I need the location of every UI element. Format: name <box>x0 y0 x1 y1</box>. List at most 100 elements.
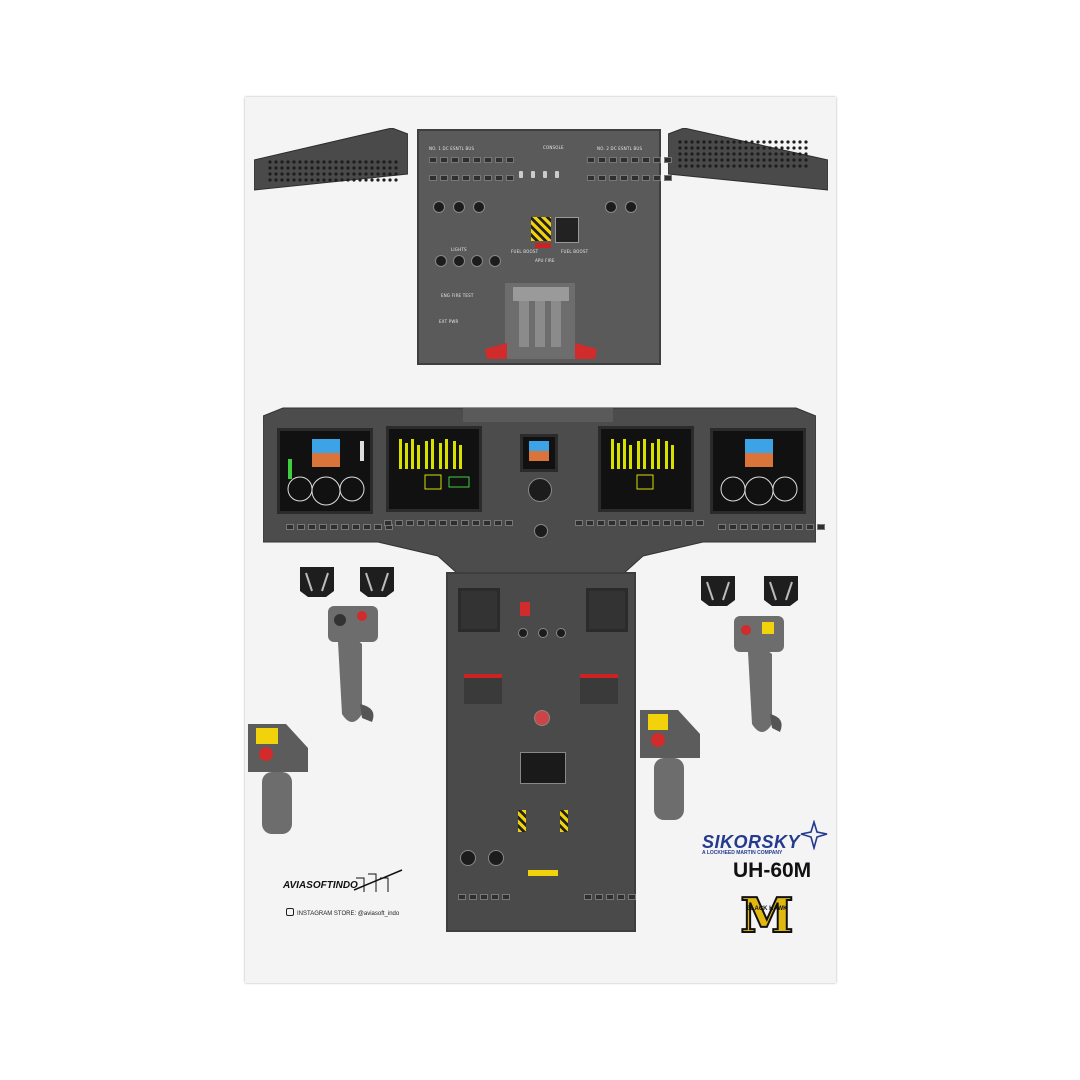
circuit-breaker[interactable] <box>394 178 398 182</box>
circuit-breaker[interactable] <box>376 178 380 182</box>
right-breaker-row-2[interactable] <box>587 175 672 181</box>
right-trim-switches[interactable] <box>580 674 618 704</box>
circuit-breaker[interactable] <box>798 158 802 162</box>
circuit-breaker[interactable] <box>696 140 700 144</box>
lower-right-button-row[interactable] <box>584 894 636 900</box>
right-knob-1[interactable] <box>605 201 617 213</box>
circuit-breaker[interactable] <box>352 160 356 164</box>
circuit-breaker[interactable] <box>726 158 730 162</box>
overhead-knob-3[interactable] <box>473 201 485 213</box>
circuit-breaker[interactable] <box>678 158 682 162</box>
circuit-breaker[interactable] <box>684 152 688 156</box>
lights-knob-3[interactable] <box>471 255 483 267</box>
circuit-breaker[interactable] <box>678 152 682 156</box>
circuit-breaker[interactable] <box>684 158 688 162</box>
circuit-breaker[interactable] <box>678 164 682 168</box>
circuit-breaker[interactable] <box>738 152 742 156</box>
circuit-breaker[interactable] <box>370 172 374 176</box>
circuit-breaker[interactable] <box>316 172 320 176</box>
right-knob-2[interactable] <box>625 201 637 213</box>
circuit-breaker[interactable] <box>298 172 302 176</box>
circuit-breaker[interactable] <box>726 164 730 168</box>
circuit-breaker[interactable] <box>804 152 808 156</box>
circuit-breaker[interactable] <box>280 178 284 182</box>
circuit-breaker[interactable] <box>352 166 356 170</box>
circuit-breaker[interactable] <box>714 164 718 168</box>
circuit-breaker[interactable] <box>334 178 338 182</box>
circuit-breaker[interactable] <box>762 140 766 144</box>
circuit-breaker[interactable] <box>744 140 748 144</box>
circuit-breaker[interactable] <box>364 166 368 170</box>
circuit-breaker[interactable] <box>328 160 332 164</box>
circuit-breaker[interactable] <box>310 160 314 164</box>
circuit-breaker[interactable] <box>340 178 344 182</box>
circuit-breaker[interactable] <box>690 152 694 156</box>
lights-knob-2[interactable] <box>453 255 465 267</box>
circuit-breaker[interactable] <box>382 178 386 182</box>
circuit-breaker[interactable] <box>304 178 308 182</box>
circuit-breaker[interactable] <box>786 158 790 162</box>
circuit-breaker[interactable] <box>280 172 284 176</box>
circuit-breaker[interactable] <box>298 178 302 182</box>
right-cdu-screen[interactable] <box>586 588 628 632</box>
pedal-right-2[interactable] <box>760 572 802 608</box>
circuit-breaker[interactable] <box>792 158 796 162</box>
circuit-breaker[interactable] <box>322 178 326 182</box>
circuit-breaker[interactable] <box>328 178 332 182</box>
circuit-breaker[interactable] <box>732 140 736 144</box>
circuit-breaker[interactable] <box>738 164 742 168</box>
circuit-breaker[interactable] <box>702 158 706 162</box>
circuit-breaker[interactable] <box>702 146 706 150</box>
circuit-breaker[interactable] <box>744 152 748 156</box>
circuit-breaker[interactable] <box>286 160 290 164</box>
circuit-breaker[interactable] <box>358 172 362 176</box>
fire-handle-panel[interactable] <box>555 217 579 243</box>
left-breaker-row-1[interactable] <box>429 157 514 163</box>
circuit-breaker[interactable] <box>696 158 700 162</box>
circuit-breaker[interactable] <box>394 172 398 176</box>
circuit-breaker[interactable] <box>798 152 802 156</box>
circuit-breaker[interactable] <box>274 166 278 170</box>
circuit-breaker[interactable] <box>774 146 778 150</box>
circuit-breaker[interactable] <box>780 140 784 144</box>
circuit-breaker[interactable] <box>388 160 392 164</box>
circuit-breaker[interactable] <box>768 140 772 144</box>
circuit-breaker[interactable] <box>690 158 694 162</box>
circuit-breaker[interactable] <box>394 160 398 164</box>
pedal-right-1[interactable] <box>697 572 739 608</box>
circuit-breaker[interactable] <box>780 146 784 150</box>
circuit-breaker[interactable] <box>274 160 278 164</box>
throttle-quadrant[interactable] <box>485 279 597 365</box>
circuit-breaker[interactable] <box>310 178 314 182</box>
circuit-breaker[interactable] <box>720 152 724 156</box>
left-breaker-row-2[interactable] <box>429 175 514 181</box>
circuit-breaker[interactable] <box>702 164 706 168</box>
circuit-breaker[interactable] <box>322 166 326 170</box>
circuit-breaker[interactable] <box>804 164 808 168</box>
circuit-breaker[interactable] <box>286 178 290 182</box>
circuit-breaker[interactable] <box>364 160 368 164</box>
circuit-breaker[interactable] <box>346 160 350 164</box>
right-hazard-switch[interactable] <box>560 810 568 832</box>
circuit-breaker[interactable] <box>732 158 736 162</box>
circuit-breaker[interactable] <box>678 146 682 150</box>
lights-knob-4[interactable] <box>489 255 501 267</box>
circuit-breaker[interactable] <box>750 146 754 150</box>
circuit-breaker[interactable] <box>780 152 784 156</box>
circuit-breaker[interactable] <box>388 166 392 170</box>
circuit-breaker[interactable] <box>720 164 724 168</box>
circuit-breaker[interactable] <box>292 160 296 164</box>
circuit-breaker[interactable] <box>388 172 392 176</box>
circuit-breaker[interactable] <box>310 172 314 176</box>
circuit-breaker[interactable] <box>334 172 338 176</box>
circuit-breaker[interactable] <box>792 152 796 156</box>
circuit-breaker[interactable] <box>382 166 386 170</box>
circuit-breaker[interactable] <box>720 158 724 162</box>
circuit-breaker[interactable] <box>774 140 778 144</box>
console-knob-right[interactable] <box>488 850 504 866</box>
right-mfd-display[interactable] <box>598 426 694 512</box>
circuit-breaker[interactable] <box>376 172 380 176</box>
circuit-breaker[interactable] <box>756 158 760 162</box>
collective-left[interactable] <box>246 718 312 838</box>
toggle-switch-2[interactable] <box>531 171 535 178</box>
